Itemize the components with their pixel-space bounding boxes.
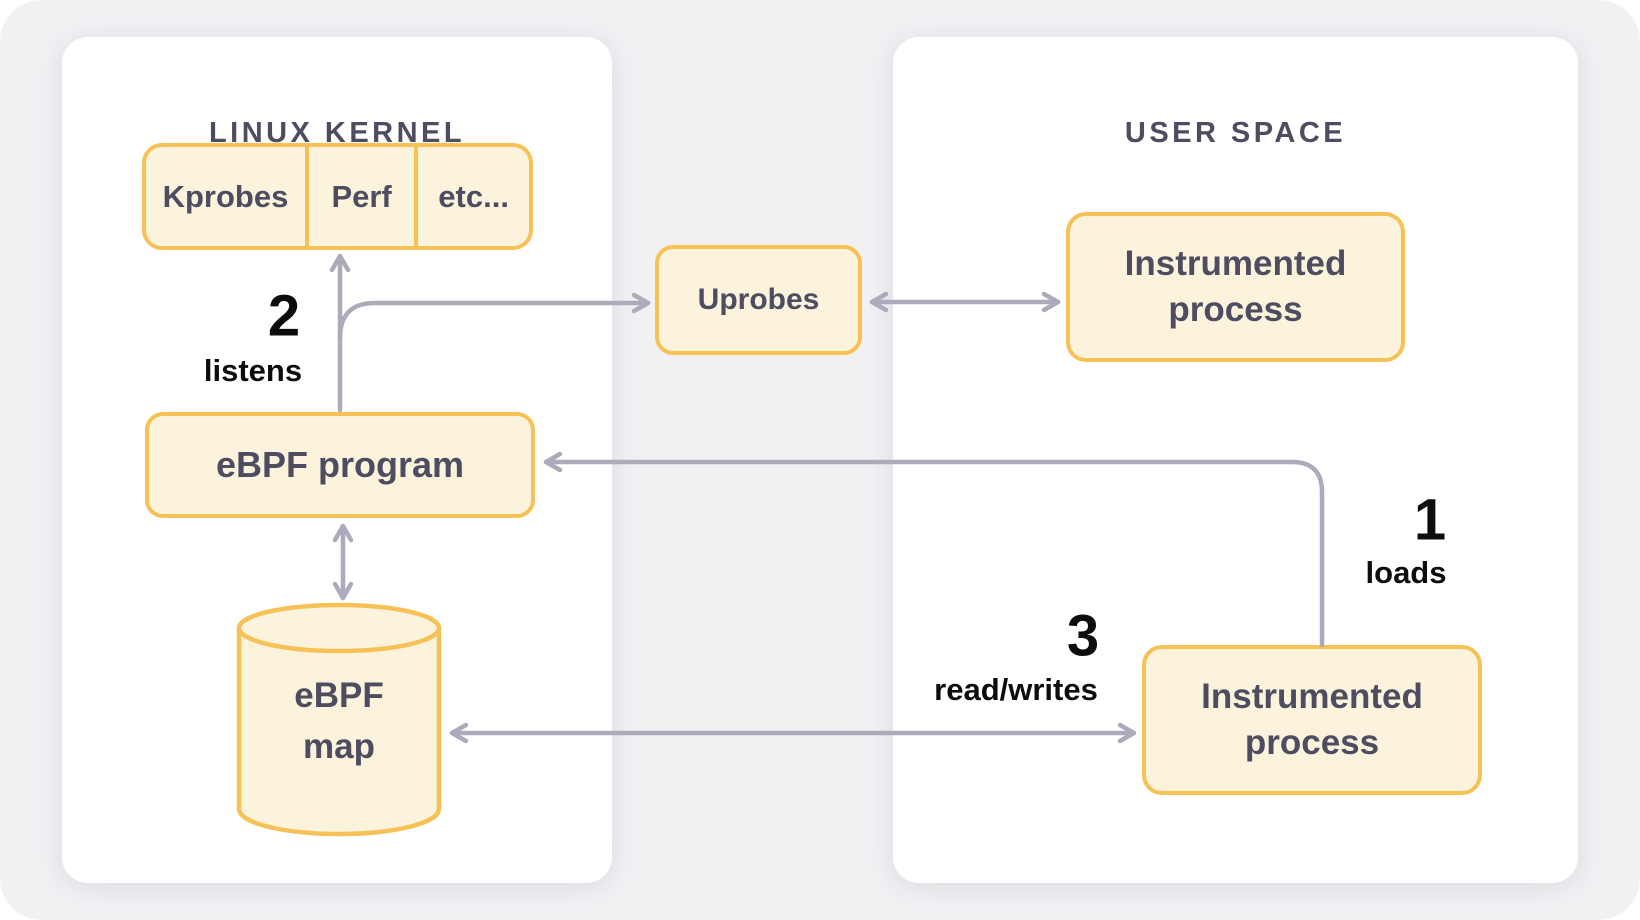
kernel-probes-box: Kprobes Perf etc... (142, 143, 533, 250)
ebpf-map-line2: map (303, 727, 375, 766)
ebpf-program-box: eBPF program (145, 412, 535, 518)
ebpf-map-line1: eBPF (294, 676, 384, 716)
uprobes-box: Uprobes (655, 245, 862, 355)
instrumented-top-line1: Instrumented (1124, 243, 1347, 283)
instrumented-process-top-box: Instrumented process (1066, 212, 1405, 362)
instrumented-bottom-line1: Instrumented (1201, 676, 1423, 716)
instrumented-top-line2: process (1168, 290, 1303, 329)
user-space-title: USER SPACE (1124, 117, 1347, 150)
instrumented-process-bottom-box: Instrumented process (1142, 645, 1482, 795)
instrumented-bottom-line2: process (1244, 723, 1380, 762)
ebpf-map-label: eBPF map (235, 662, 443, 782)
perf-cell: Perf (304, 147, 414, 246)
user-space-panel: USER SPACE Instrumented process Instrume… (893, 37, 1578, 883)
step-1-number: 1 (1413, 487, 1447, 553)
step-3-label: read/writes (934, 672, 1098, 707)
kprobes-cell: Kprobes (162, 178, 289, 214)
step-3-number: 3 (1066, 603, 1100, 669)
etc-cell: etc... (414, 147, 529, 246)
step-2-label: listens (203, 353, 303, 388)
step-1-label: loads (1365, 555, 1447, 590)
step-2-number: 2 (267, 283, 301, 349)
